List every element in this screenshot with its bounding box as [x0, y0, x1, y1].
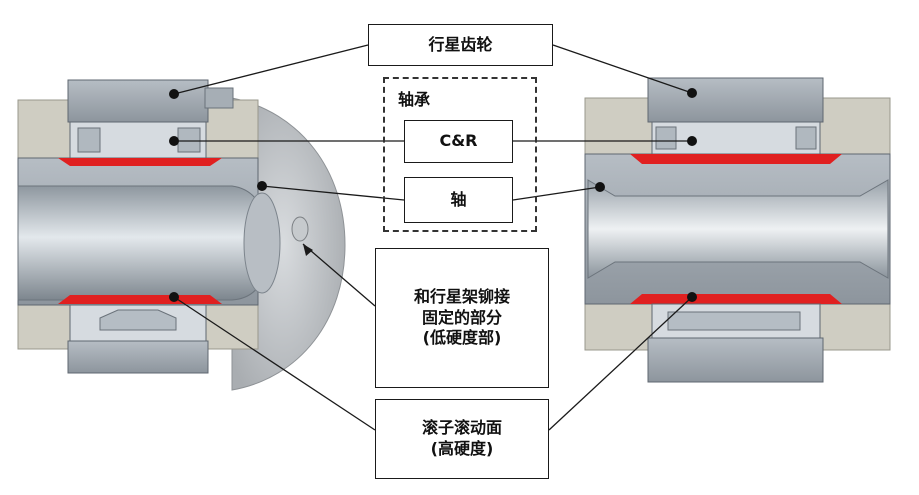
planet-gear-label: 行星齿轮	[368, 24, 553, 66]
cage-roller-label: C&R	[404, 120, 513, 163]
carrier-rivet-line3: (低硬度部)	[422, 328, 502, 348]
left-gear-bottom	[67, 340, 209, 374]
planet-gear-text: 行星齿轮	[428, 34, 493, 54]
right-raceway-bottom	[630, 294, 842, 304]
marker-dots	[169, 88, 697, 302]
raceway-label: 滚子滚动面 (高硬度)	[375, 399, 549, 479]
bearing-group-box	[383, 77, 537, 232]
shaft-text: 轴	[450, 189, 467, 209]
rivet-arrowhead	[303, 244, 313, 256]
shaft-label: 轴	[404, 177, 513, 223]
left-raceway-top	[58, 158, 222, 166]
cage-roller-text: C&R	[439, 131, 478, 151]
bearing-group-title: 轴承	[398, 90, 431, 109]
raceway-line1: 滚子滚动面	[421, 418, 502, 438]
left-raceway-bottom	[58, 295, 222, 304]
right-gear-bottom	[647, 337, 824, 383]
leader-lines	[173, 44, 693, 431]
carrier-rivet-line2: 固定的部分	[421, 307, 502, 327]
raceway-line2: (高硬度)	[430, 439, 494, 458]
left-gear-top	[67, 79, 209, 123]
left-carrier-disc	[231, 97, 346, 391]
right-raceway-top	[630, 154, 842, 164]
carrier-rivet-line1: 和行星架铆接	[413, 286, 510, 306]
right-cage-roller-top	[651, 121, 821, 155]
left-shaft-bore	[17, 185, 269, 301]
right-assembly	[584, 77, 891, 383]
right-shaft-bore	[587, 179, 889, 279]
left-assembly	[17, 79, 346, 391]
right-gear-top	[647, 77, 824, 123]
carrier-rivet-label: 和行星架铆接 固定的部分 (低硬度部)	[375, 248, 549, 388]
left-rivet-hole	[291, 216, 309, 242]
